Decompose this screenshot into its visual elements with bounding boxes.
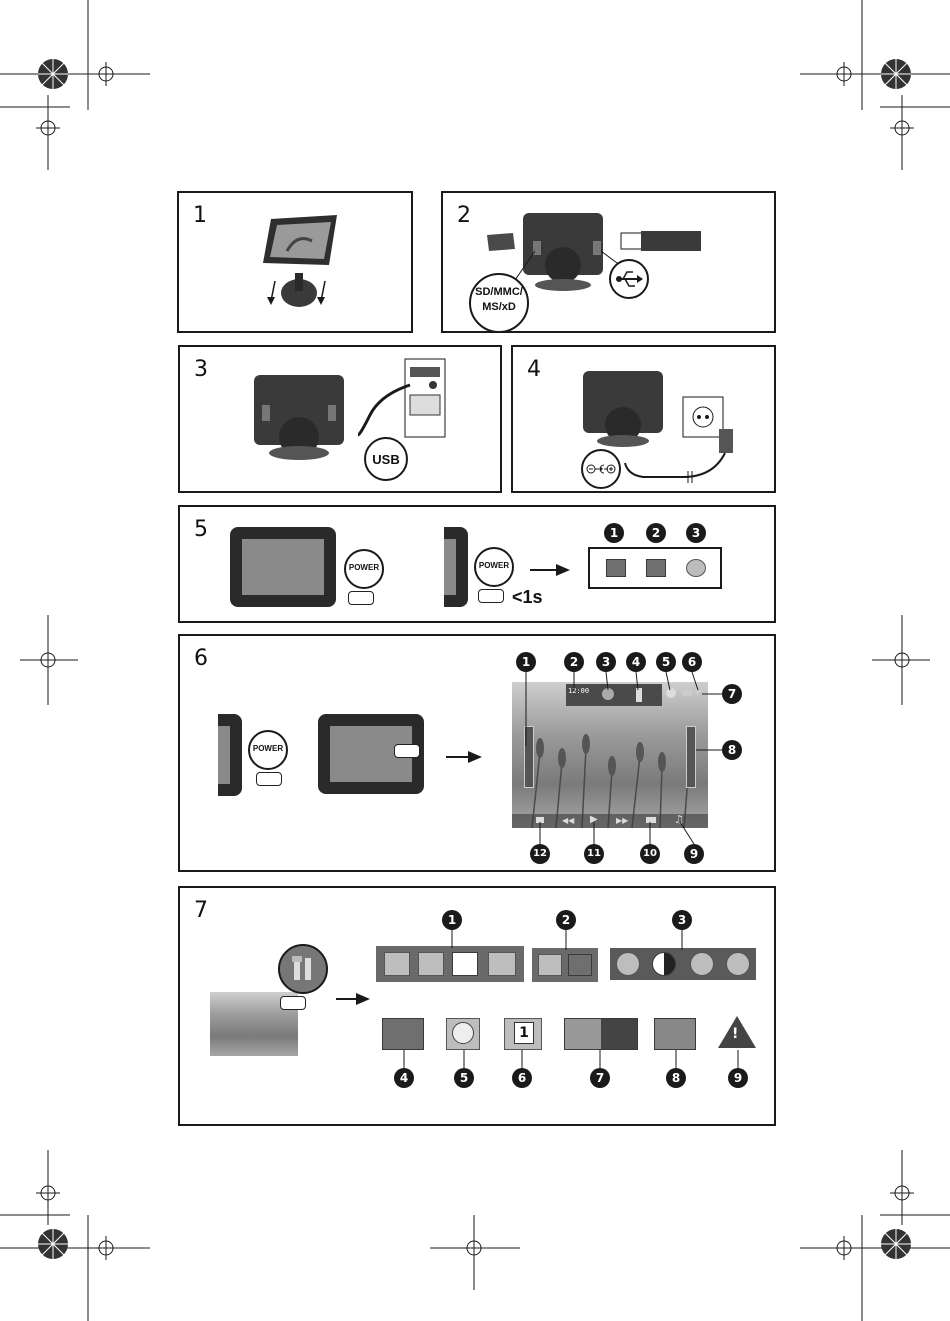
card-types-label: SD/MMC/ MS/xD — [469, 285, 529, 315]
menu-badge-3: 3 — [686, 523, 706, 543]
panel-7: 7 1 2 3 1 ! 4 5 6 7 8 9 — [178, 886, 776, 1126]
press-duration-label: <1s — [512, 587, 552, 608]
panel-number: 1 — [193, 203, 207, 228]
panel-1: 1 — [177, 191, 413, 333]
panel-number: 5 — [194, 517, 208, 542]
panel-2: 2 SD/MMC/ MS/xD — [441, 191, 776, 333]
panel-6: 6 POWER 12:00 — [178, 634, 776, 872]
frame-stand-attach-illustration — [257, 213, 347, 313]
callout-leader-lines — [180, 636, 778, 874]
panel-number: 2 — [457, 203, 471, 228]
power-label: POWER — [474, 561, 514, 570]
music-note-icon — [686, 559, 706, 577]
panel-number: 3 — [194, 357, 208, 382]
next-step-arrowhead — [556, 564, 570, 576]
dc-polarity-icon — [586, 461, 616, 477]
panel-4: 4 — [511, 345, 776, 493]
usb-trident-icon — [615, 269, 643, 289]
panel-5: 5 POWER POWER <1s 1 2 3 — [178, 505, 776, 623]
photo-frame-screen — [242, 539, 324, 595]
photo-frame-side-screen — [444, 539, 456, 595]
clapperboard-icon — [646, 559, 666, 577]
photo-icon — [606, 559, 626, 577]
usb-label: USB — [364, 452, 408, 467]
panel-3: 3 USB — [178, 345, 502, 493]
menu-badge-2: 2 — [646, 523, 666, 543]
menu-badge-1: 1 — [604, 523, 624, 543]
finger-press-icon — [478, 589, 504, 603]
settings-leader-lines — [180, 888, 778, 1128]
finger-press-icon — [348, 591, 374, 605]
power-label: POWER — [344, 563, 384, 572]
next-step-arrow — [530, 569, 556, 571]
panel-number: 4 — [527, 357, 541, 382]
